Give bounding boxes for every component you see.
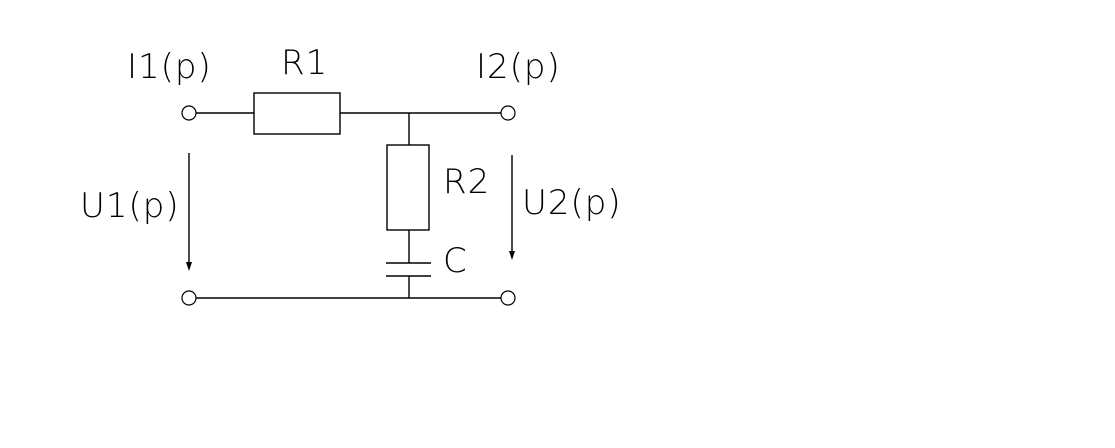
- label-u1: U1(p): [80, 186, 180, 226]
- terminal-bottom-right: [500, 290, 516, 306]
- label-r2: R2: [443, 162, 490, 202]
- terminal-top-right: [500, 105, 516, 121]
- voltage-arrow-u1-head: [186, 262, 192, 271]
- terminal-bottom-left: [181, 290, 197, 306]
- label-i1: I1(p): [127, 47, 212, 87]
- voltage-arrow-u2-head: [509, 251, 515, 260]
- label-c: C: [443, 241, 468, 281]
- terminal-top-left: [181, 105, 197, 121]
- resistor-r1: [253, 92, 341, 135]
- label-i2: I2(p): [476, 47, 561, 87]
- label-r1: R1: [281, 43, 328, 83]
- label-u2: U2(p): [522, 183, 622, 223]
- resistor-r2: [386, 144, 430, 231]
